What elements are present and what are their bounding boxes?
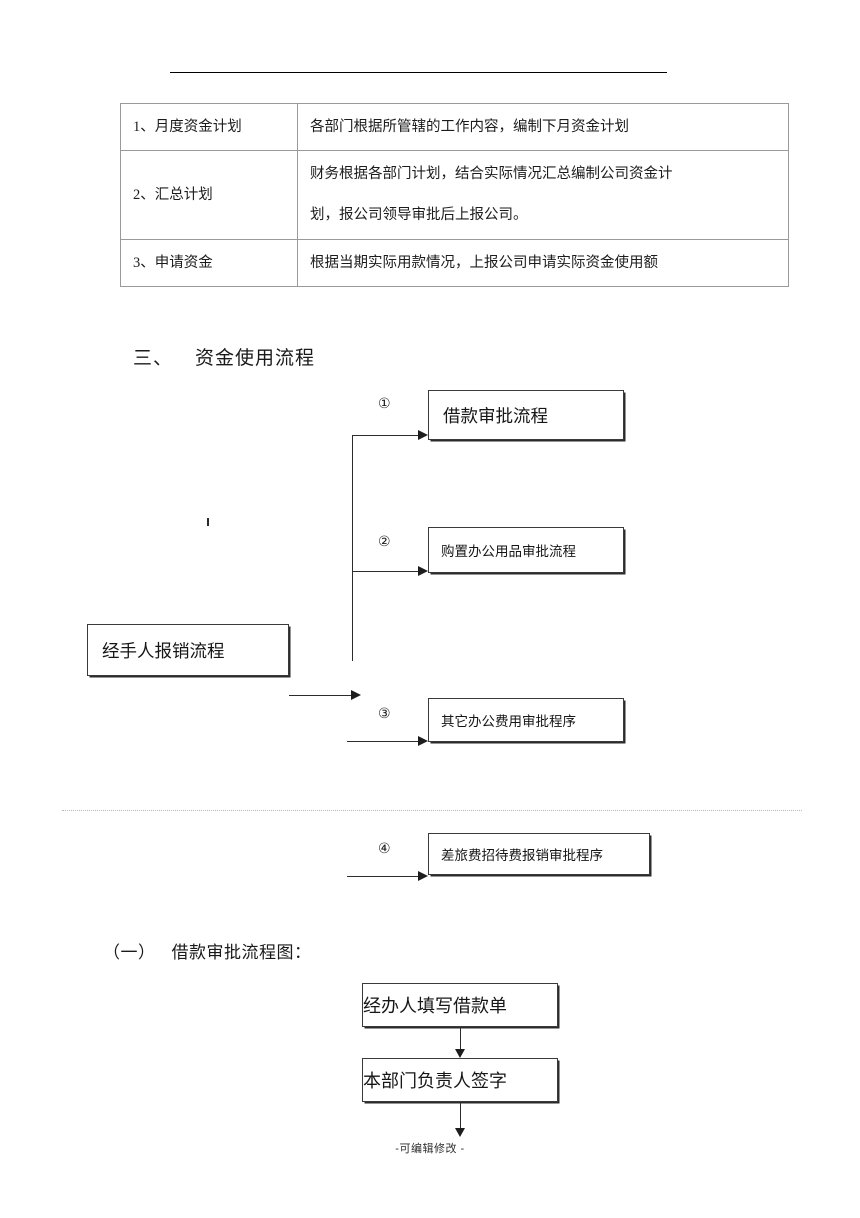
- arrow-right-icon: [351, 690, 361, 700]
- section-heading-number: 三、: [133, 348, 174, 369]
- flow-box-branch-4: 差旅费招待费报销审批程序: [428, 833, 650, 875]
- subsection-heading: （一） 借款审批流程图：: [103, 938, 312, 963]
- funding-plan-table: 1、月度资金计划 各部门根据所管辖的工作内容，编制下月资金计划 2、汇总计划 财…: [120, 103, 789, 287]
- table-cell-description: 各部门根据所管辖的工作内容，编制下月资金计划: [297, 103, 789, 151]
- arrow-down-icon: [455, 1128, 465, 1137]
- flow-box-branch-1: 借款审批流程: [428, 390, 624, 440]
- dotted-page-separator: [62, 810, 802, 811]
- arrow-right-icon: [418, 736, 428, 746]
- loan-flow-step-1-label: 经办人填写借款单: [363, 996, 507, 1016]
- arrow-right-icon: [418, 430, 428, 440]
- cell-line: 财务根据各部门计划，结合实际情况汇总编制公司资金计: [310, 166, 673, 183]
- flow-box-branch-4-label: 差旅费招待费报销审批程序: [441, 848, 603, 863]
- section-heading-text: 资金使用流程: [195, 348, 316, 369]
- cell-line: 根据当期实际用款情况，上报公司申请实际资金使用额: [310, 254, 658, 271]
- table-row: 2、汇总计划 财务根据各部门计划，结合实际情况汇总编制公司资金计 划，报公司领导…: [120, 150, 789, 240]
- flow-trunk-line: [352, 435, 353, 661]
- flow-stub-line: [289, 695, 357, 696]
- flow-box-source-label: 经手人报销流程: [102, 640, 225, 661]
- flow-branch-line-4: [347, 876, 422, 877]
- subsection-heading-text: 借款审批流程图：: [171, 943, 312, 962]
- flow-box-source: 经手人报销流程: [87, 624, 289, 676]
- arrow-right-icon: [418, 566, 428, 576]
- table-row: 3、申请资金 根据当期实际用款情况，上报公司申请实际资金使用额: [120, 239, 789, 287]
- loan-flow-step-2-label: 本部门负责人签字: [363, 1071, 507, 1091]
- table-cell-description: 财务根据各部门计划，结合实际情况汇总编制公司资金计 划，报公司领导审批后上报公司…: [297, 150, 789, 240]
- cell-line: 各部门根据所管辖的工作内容，编制下月资金计划: [310, 118, 629, 135]
- table-cell-label: 1、月度资金计划: [120, 103, 298, 151]
- flow-box-branch-2-label: 购置办公用品审批流程: [441, 544, 576, 559]
- cell-line: 划，报公司领导审批后上报公司。: [310, 207, 528, 223]
- branch-marker-4: ④: [378, 841, 391, 857]
- top-horizontal-rule: [170, 72, 667, 73]
- branch-marker-3: ③: [378, 706, 391, 722]
- table-cell-label: 3、申请资金: [120, 239, 298, 287]
- flow-box-branch-2: 购置办公用品审批流程: [428, 527, 624, 573]
- flow-branch-line-1: [352, 435, 422, 436]
- branch-marker-1: ①: [378, 396, 391, 412]
- table-cell-label: 2、汇总计划: [120, 150, 298, 240]
- branch-marker-2: ②: [378, 534, 391, 550]
- flow-box-branch-3-label: 其它办公费用审批程序: [441, 714, 576, 729]
- flow-box-branch-1-label: 借款审批流程: [443, 405, 548, 426]
- table-cell-description: 根据当期实际用款情况，上报公司申请实际资金使用额: [297, 239, 789, 287]
- section-heading: 三、资金使用流程: [133, 343, 315, 370]
- loan-flow-connector-2: [460, 1102, 461, 1128]
- loan-flow-step-1: 经办人填写借款单: [362, 983, 558, 1027]
- footer-note: -可编辑修改 -: [395, 1143, 465, 1155]
- stray-tick-mark: [207, 518, 209, 526]
- flow-branch-line-2: [352, 571, 422, 572]
- arrow-down-icon: [455, 1049, 465, 1058]
- loan-flow-step-2: 本部门负责人签字: [362, 1058, 558, 1102]
- flow-branch-line-3: [347, 741, 422, 742]
- subsection-heading-number: （一）: [103, 943, 156, 962]
- loan-flow-connector-1: [460, 1027, 461, 1049]
- arrow-right-icon: [418, 871, 428, 881]
- table-row: 1、月度资金计划 各部门根据所管辖的工作内容，编制下月资金计划: [120, 103, 789, 151]
- flow-box-branch-3: 其它办公费用审批程序: [428, 698, 624, 742]
